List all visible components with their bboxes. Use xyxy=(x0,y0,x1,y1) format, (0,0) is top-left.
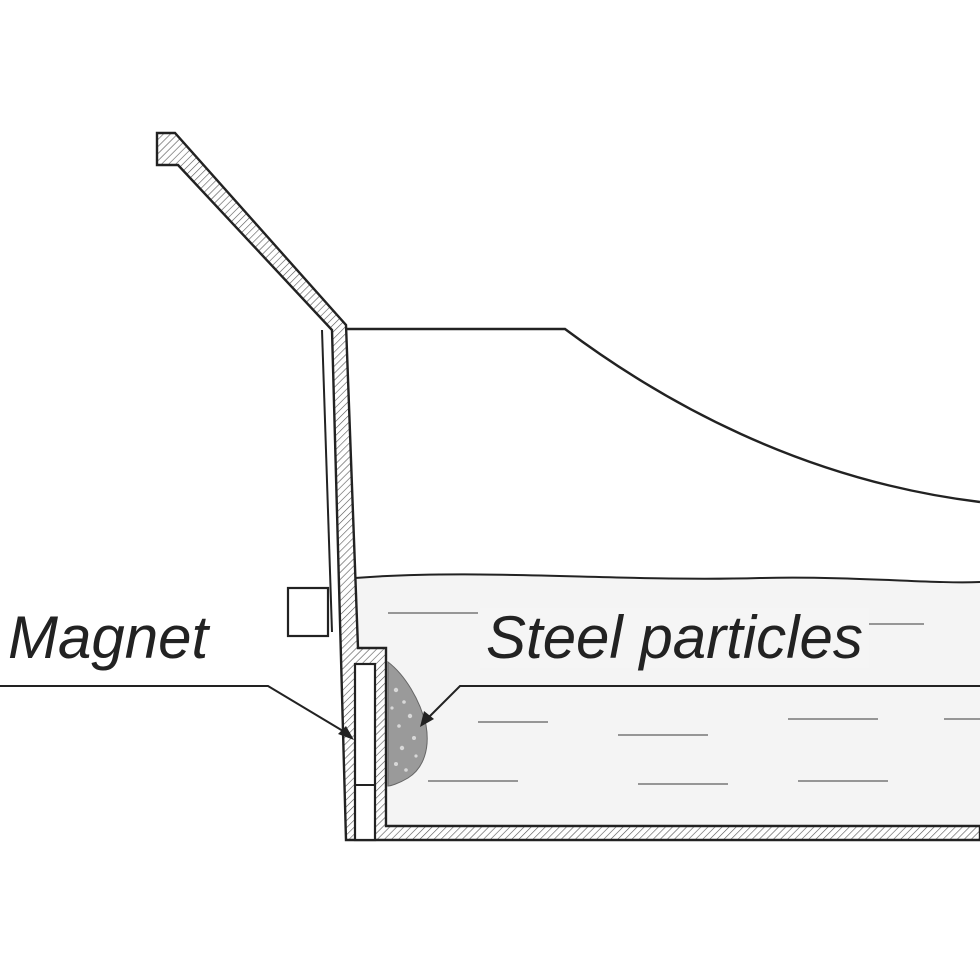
magnet-leader-line xyxy=(0,685,349,735)
magnet xyxy=(353,662,377,842)
steel-particles-cluster xyxy=(387,660,428,787)
magnet-leader-arrow xyxy=(338,726,354,740)
steel-leader-arrow xyxy=(420,711,434,727)
magnet-label: Magnet xyxy=(2,608,215,668)
chute-inner-line xyxy=(321,329,333,633)
fluid-surface xyxy=(354,573,980,584)
steel-particles-label: Steel particles xyxy=(480,608,869,668)
bracket-block xyxy=(286,586,330,638)
casing-outline xyxy=(344,327,980,504)
steel-leader-line xyxy=(425,685,980,721)
